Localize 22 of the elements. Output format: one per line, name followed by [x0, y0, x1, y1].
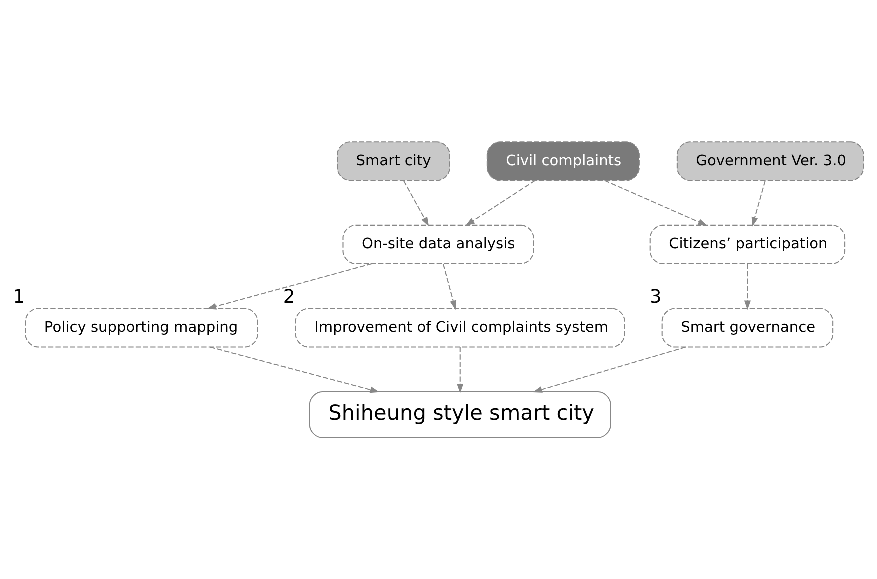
arrow [532, 346, 686, 392]
arrow [210, 346, 380, 393]
node-box: Citizens’ participation [650, 224, 846, 264]
node-box: Policy supporting mapping [25, 308, 258, 348]
node-box: Shiheung style smart city [309, 391, 612, 438]
arrow [403, 180, 430, 226]
arrow [457, 346, 464, 393]
arrow [604, 180, 708, 226]
node-label: 2 [283, 286, 296, 308]
node-label: 1 [13, 286, 26, 308]
node-box: Smart city [337, 141, 450, 181]
arrow [466, 180, 536, 226]
node-box: Smart governance [662, 308, 834, 348]
node-box: Government Ver. 3.0 [676, 141, 864, 181]
node-label: 3 [650, 286, 662, 308]
arrow [442, 264, 457, 310]
arrow [752, 180, 766, 226]
arrow [207, 262, 372, 310]
node-box: Civil complaints [486, 141, 640, 181]
node-box: Improvement of Civil complaints system [295, 308, 626, 348]
arrow [744, 264, 751, 310]
node-box: On-site data analysis [342, 224, 534, 264]
